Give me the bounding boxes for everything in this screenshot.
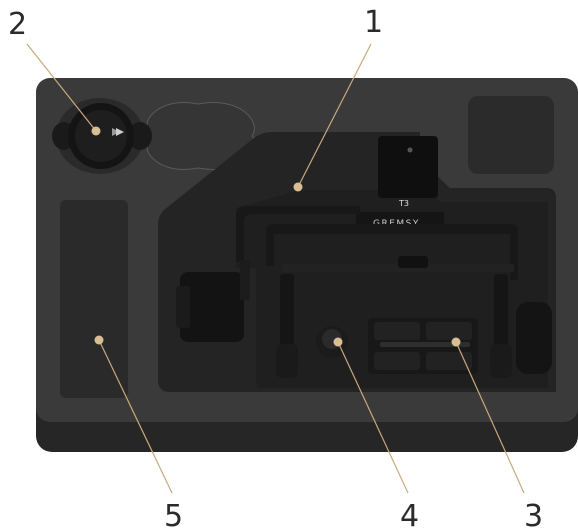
left-arm-joint xyxy=(240,260,250,300)
quick-release-plate xyxy=(356,212,444,226)
gimbal-assembly: T3 GREMSY xyxy=(176,136,552,378)
callout-number-2: 2 xyxy=(8,7,27,42)
small-box-cavity xyxy=(468,96,554,174)
center-mount xyxy=(398,256,428,268)
model-label: T3 xyxy=(398,199,409,208)
tilt-crossbar xyxy=(282,264,514,272)
leader-line-3 xyxy=(455,341,525,494)
right-motor xyxy=(516,302,552,374)
callout-number-3: 3 xyxy=(524,499,543,531)
leader-lines xyxy=(26,43,525,494)
plate-slot-top-right xyxy=(426,322,472,340)
leader-line-2 xyxy=(26,43,97,132)
plate-slot-bottom-left xyxy=(374,352,420,370)
left-motor-cap xyxy=(176,286,190,328)
plate-slot-top-left xyxy=(374,322,420,340)
leader-dot-2 xyxy=(91,126,101,136)
controller-ear-right xyxy=(128,122,152,150)
empty-outline-cavity xyxy=(146,102,256,170)
top-motor xyxy=(378,136,438,198)
outer-arm xyxy=(236,206,360,262)
leader-line-5 xyxy=(98,339,173,494)
callout-number-5: 5 xyxy=(164,499,183,531)
plate-center-bar xyxy=(380,342,470,347)
top-motor-screw xyxy=(407,147,413,153)
roll-arm xyxy=(266,224,518,280)
right-lower-knob xyxy=(490,344,512,378)
tall-cavity-5 xyxy=(60,200,128,398)
leader-dot-3 xyxy=(451,337,461,347)
chevron-logo-icon xyxy=(112,128,124,136)
leader-dot-1 xyxy=(293,182,303,192)
callout-number-4: 4 xyxy=(400,499,419,531)
round-controller xyxy=(52,103,152,169)
left-lower-knob xyxy=(276,344,298,378)
callout-numbers: 1 2 3 4 5 xyxy=(8,5,543,531)
leader-dot-5 xyxy=(94,335,104,345)
leader-line-1 xyxy=(297,43,372,188)
callout-number-1: 1 xyxy=(364,5,383,40)
leader-dot-4 xyxy=(333,337,343,347)
round-knob xyxy=(316,326,348,358)
controller-face xyxy=(75,110,127,162)
leader-line-4 xyxy=(337,341,409,494)
mounting-plate xyxy=(368,318,478,374)
leader-dots xyxy=(91,126,461,347)
plate-slot-bottom-right xyxy=(426,352,472,370)
left-motor xyxy=(180,272,244,342)
